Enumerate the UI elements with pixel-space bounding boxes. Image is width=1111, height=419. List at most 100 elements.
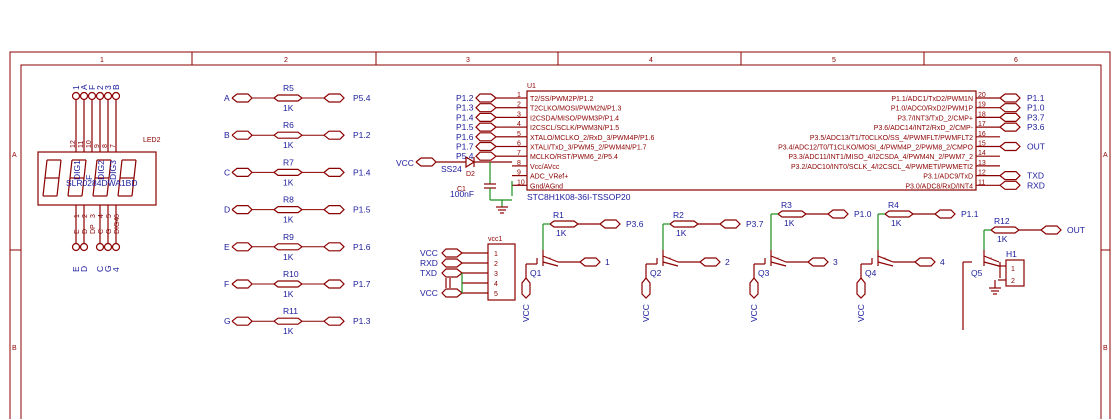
- led-pin-dot: [103, 91, 113, 101]
- mcu-pin-name: P3.3/ADC11/INT1/MISO_4/I2CSDA_4/PWM4N_2/…: [788, 154, 973, 161]
- resistor-ref: R5: [283, 83, 294, 93]
- transistor-Q3: [770, 261, 787, 267]
- vcc-label: VCC: [396, 158, 414, 168]
- led-pin-dot: [71, 242, 81, 252]
- mcu-pin-name: P3.0/ADC8/RxD/INT4: [905, 183, 973, 190]
- h1-pin-1: 1: [1011, 266, 1015, 273]
- mcu-pin-num: 2: [517, 102, 521, 109]
- mcu-pin-name: I2CSDA/MISO/PWM3P/P1.4: [530, 115, 619, 122]
- transistor-Q5: [983, 261, 1000, 267]
- mcu-port-label: P1.3: [456, 103, 474, 113]
- led-pin-label-top: A: [79, 84, 89, 90]
- h1-pin-2: 2: [1011, 278, 1015, 285]
- mcu-pin-num: 4: [517, 121, 521, 128]
- mcu-pin-name: T2/SS/PWM2P/P1.2: [530, 96, 594, 103]
- mcu-port-flag: [999, 112, 1021, 123]
- vcc-flag: [415, 157, 437, 167]
- transistor-drivers: R11KP3.6Q11VCCR21KP3.7Q22VCCR31KP1.0Q33V…: [521, 200, 1085, 322]
- led-pin-num-bot: 4: [98, 214, 105, 218]
- driver-out-flag: [914, 257, 936, 267]
- driver-vcc-flag: [749, 277, 759, 299]
- resistor-R4: [884, 210, 914, 218]
- h1-body[interactable]: [1005, 259, 1025, 287]
- resistor-ref: R11: [283, 306, 298, 316]
- frame-col-5: 5: [832, 57, 836, 64]
- driver-out-label: 4: [940, 257, 945, 267]
- driver-out-label: 2: [725, 257, 730, 267]
- driver-vcc-flag: [641, 277, 651, 299]
- driver-resistor-ref: R1: [553, 210, 564, 220]
- led-pin-dot: [111, 91, 121, 101]
- header-net-flag: [441, 258, 463, 268]
- resistor-value: 1K: [283, 289, 294, 299]
- frame-col-6: 6: [1014, 57, 1018, 64]
- mcu-pin-name: XTALI/TxD_3/PWM5_2/PWM4N/P1.7: [530, 145, 647, 152]
- led-pin-dot: [111, 242, 121, 252]
- mcu-pin-num: 6: [517, 141, 521, 148]
- mcu-port-flag: [475, 151, 497, 161]
- mcu-port-label: P3.7: [1027, 112, 1045, 122]
- port-flag: [323, 93, 345, 103]
- transistor-Q1: [542, 261, 559, 267]
- mcu-port-label: P1.4: [456, 112, 474, 122]
- header-body[interactable]: [487, 243, 516, 301]
- mcu-port-label: RXD: [1027, 180, 1045, 190]
- driver-resistor-ref: R4: [888, 200, 899, 210]
- driver-port-flag: [599, 219, 621, 229]
- mcu-port-flag: [999, 93, 1021, 103]
- driver-port-label: P1.0: [854, 209, 872, 219]
- led-pin-num-top: 10: [86, 140, 93, 148]
- mcu-port-flag: [999, 171, 1021, 181]
- transistor-ref: Q1: [530, 268, 542, 278]
- mcu-pin-name: T2CLKO/MOSI/PWM2N/P1.3: [530, 106, 622, 113]
- header-pin-num: 2: [494, 261, 498, 268]
- transistor-Q2: [662, 255, 679, 263]
- led-digit-label: DIG1: [72, 160, 82, 180]
- mcu-pin-name: Vcc/AVcc: [530, 164, 560, 171]
- led-pin-label-top: 2: [95, 85, 105, 90]
- mcu-port-label: P5.4: [456, 151, 474, 161]
- driver-out-flag: [579, 257, 601, 267]
- mcu-pin-num: 15: [978, 141, 986, 148]
- header-pin-num: 5: [494, 291, 498, 298]
- transistor-Q4: [877, 255, 894, 263]
- mcu-port-flag: [475, 132, 497, 142]
- led-seg-label: D: [82, 229, 89, 234]
- diode-ref: D2: [466, 171, 475, 178]
- mcu-port-flag: [475, 122, 497, 132]
- header-ref: vcc1: [488, 236, 503, 243]
- mcu-pin-num: 8: [517, 160, 521, 167]
- resistor-value: 1K: [283, 177, 294, 187]
- resistor-net-label: C: [224, 167, 230, 177]
- frame-row-b-right: B: [1103, 345, 1108, 352]
- driver-resistor-value: 1K: [556, 228, 567, 238]
- resistor-port: P1.2: [353, 130, 371, 140]
- driver-resistor-ref: R3: [781, 200, 792, 210]
- resistor-net-label: G: [224, 316, 231, 326]
- resistor-ref: R8: [283, 195, 294, 205]
- driver-port-flag: [719, 219, 741, 229]
- header-net-label: RXD: [420, 258, 438, 268]
- mcu-pin-num: 13: [978, 160, 986, 167]
- led-pin-dot: [95, 91, 105, 101]
- mcu-port-label: P1.2: [456, 93, 474, 103]
- net-flag-G: [231, 316, 253, 326]
- frame-col-1: 1: [100, 57, 104, 64]
- mcu-pin-num: 19: [978, 102, 986, 109]
- resistor-ref: R10: [283, 269, 299, 279]
- port-flag: [323, 205, 345, 215]
- led-pin-num-top: 12: [70, 140, 77, 148]
- mcu-port-flag: [475, 141, 497, 152]
- mcu-body[interactable]: [526, 90, 977, 191]
- led-body[interactable]: [37, 151, 157, 206]
- driver-resistor-value: 1K: [891, 218, 902, 228]
- driver-port-flag: [827, 209, 849, 219]
- port-flag: [323, 130, 345, 140]
- led-pin-dot: [79, 91, 89, 101]
- led-seg-label: DP: [90, 224, 97, 234]
- mcu-u1[interactable]: U1STC8H1K08-36I-TSSOP201T2/SS/PWM2P/P1.2…: [396, 83, 1045, 214]
- frame-row-a: A: [12, 152, 17, 159]
